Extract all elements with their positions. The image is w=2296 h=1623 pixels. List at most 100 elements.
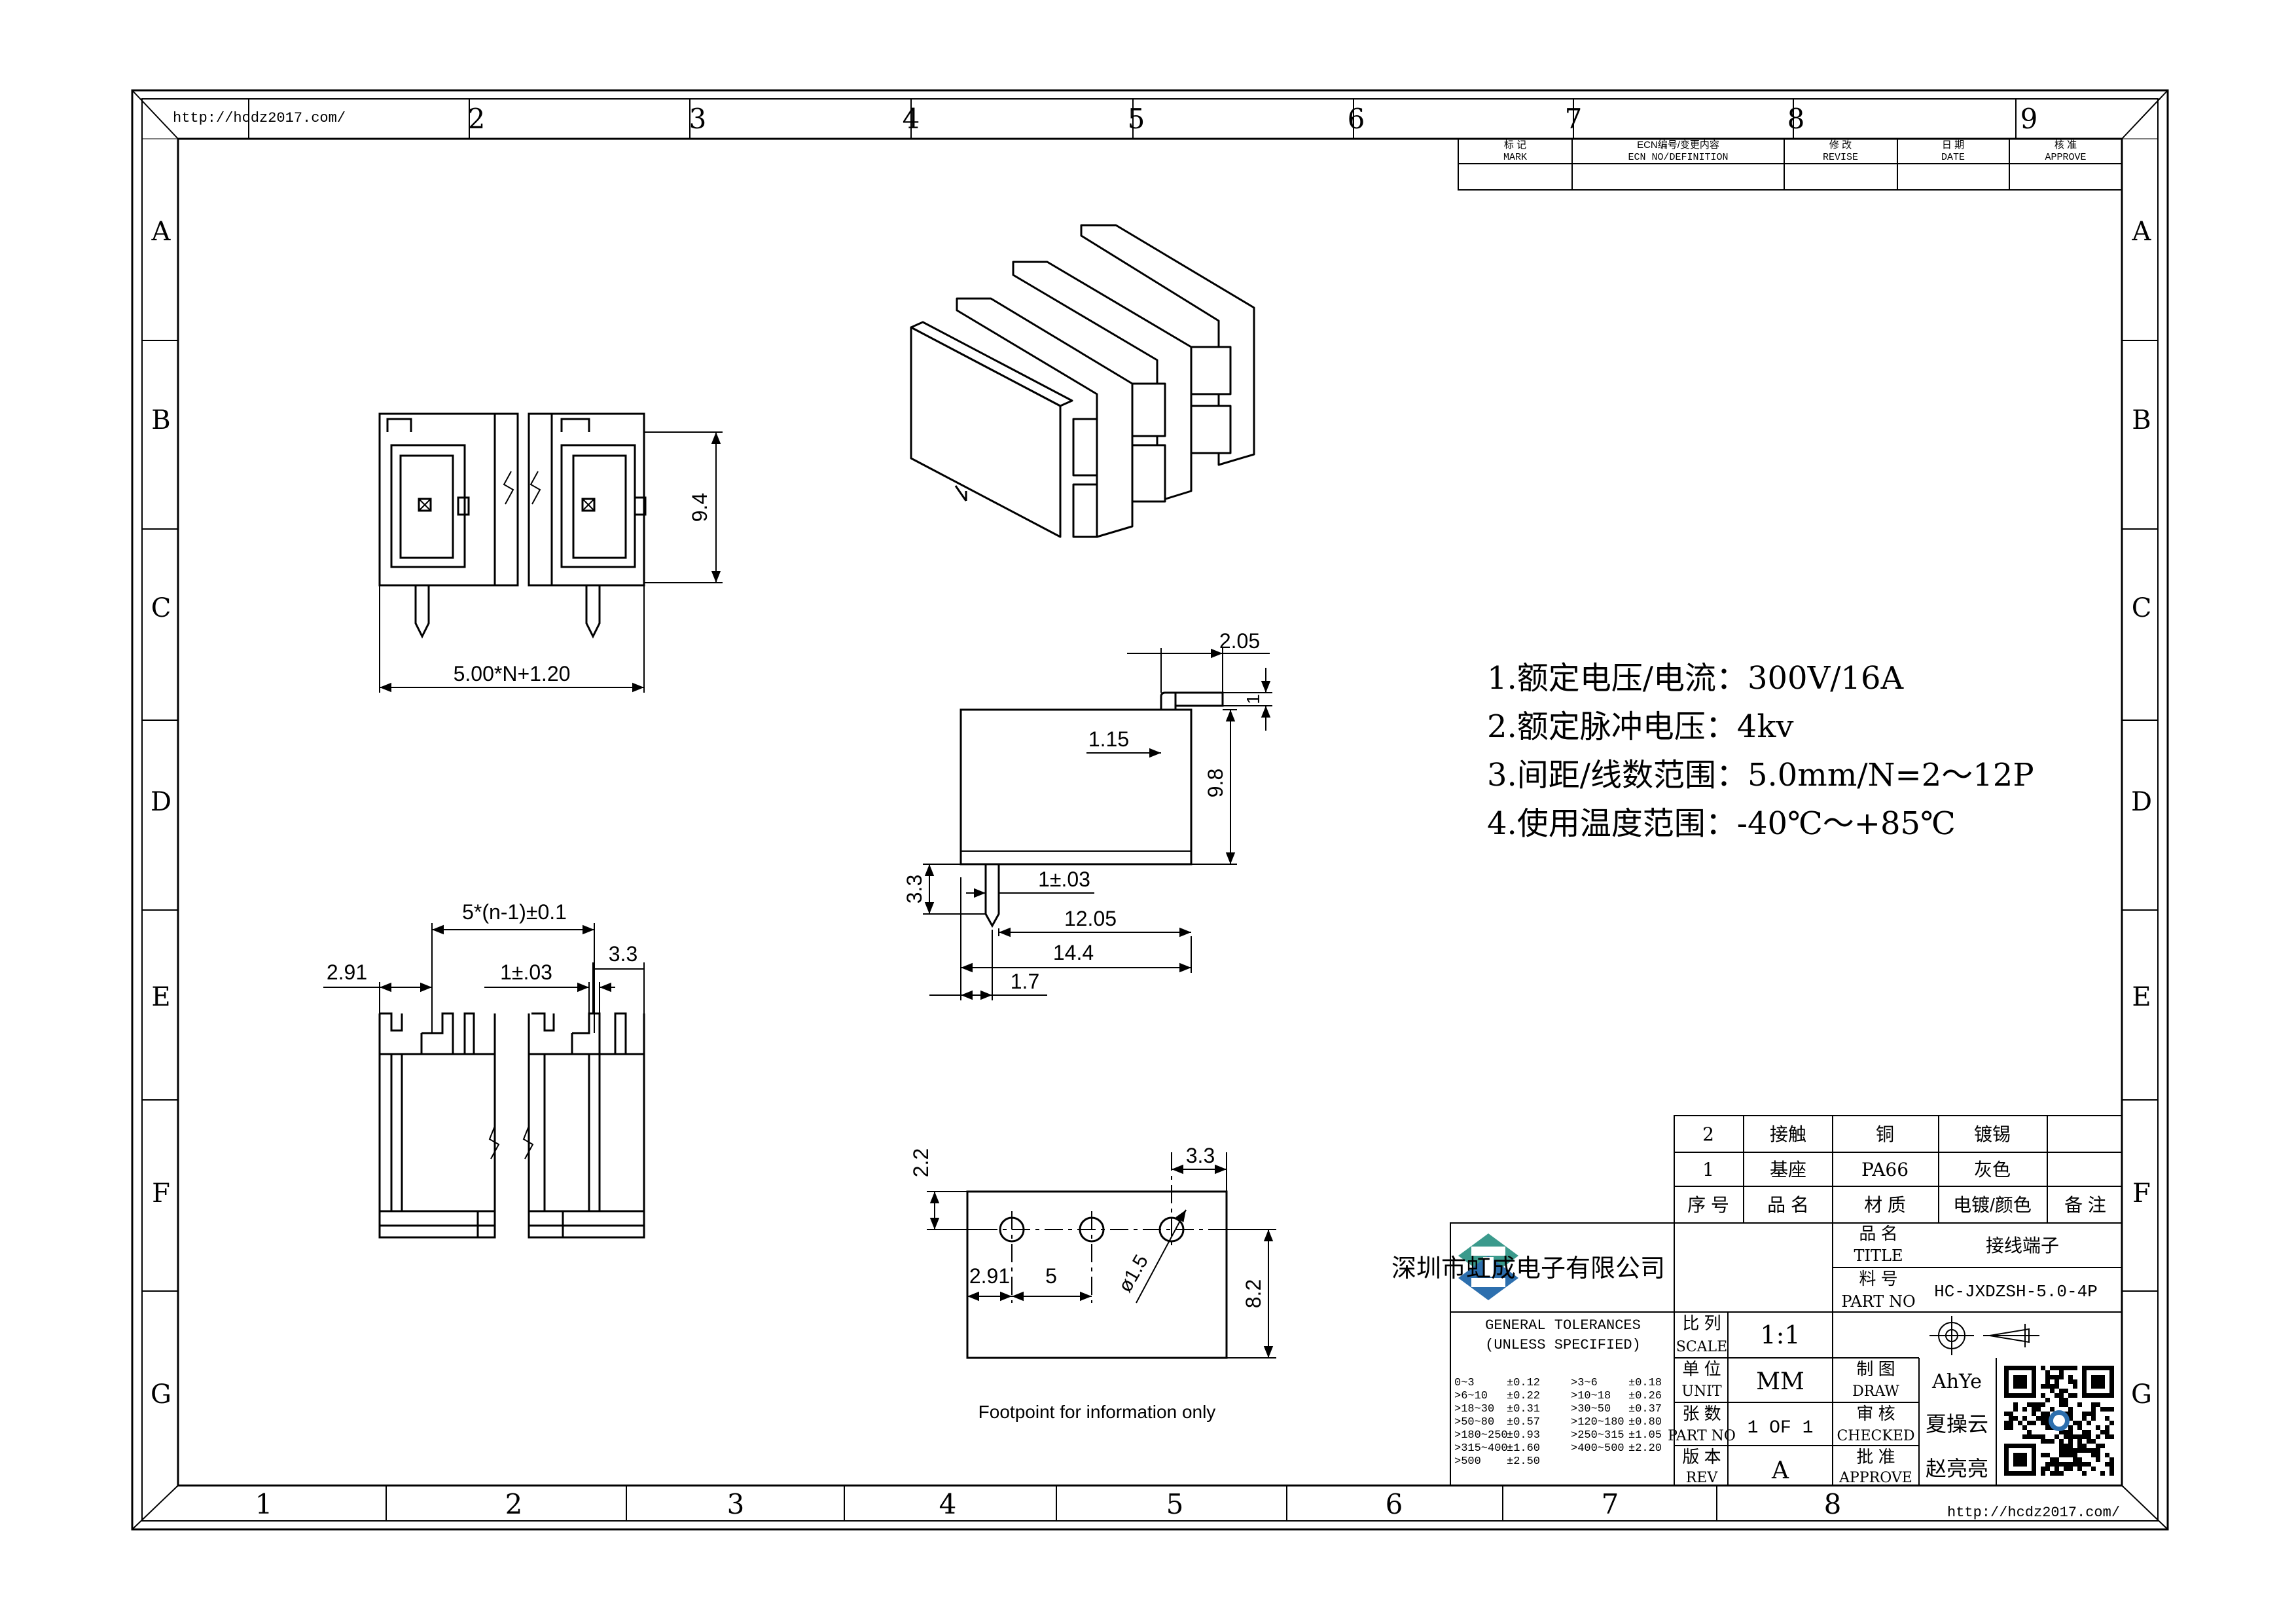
bom-header-no: 序 号 [1687,1195,1729,1215]
tolerance-cell: ±2.20 [1628,1442,1662,1455]
bom-cells: 2 接触 铜 镀锡 1 基座 PA66 灰色 序 号 品 名 材 质 电镀/颜色… [1687,1123,2106,1215]
bom-row-1-name: 基座 [1770,1159,1806,1180]
rev-label-en: REV [1686,1470,1719,1486]
frame-row-left-F: F [152,1178,170,1209]
tolerance-cell: >400~500 [1571,1442,1624,1455]
spec-line-1: 1.额定电压/电流：300V/16A [1487,660,1905,697]
frame-col-bottom-3: 3 [727,1488,745,1520]
dim-bottom-33: 3.3 [609,942,637,966]
tolerance-cell: ±1.60 [1507,1442,1540,1455]
frame-col-top-2: 2 [468,103,486,135]
dim-fp-291: 2.91 [969,1264,1010,1288]
tolerance-cell: >30~50 [1571,1403,1611,1415]
projection-symbol [1929,1316,2039,1355]
bom-header-note: 备 注 [2064,1195,2106,1215]
tolerance-table: 0~3±0.12>3~6±0.18>6~10±0.22>10~18±0.26>1… [1454,1377,1662,1468]
bom-row-2-material: 铜 [1876,1124,1894,1144]
tolerance-cell: 0~3 [1454,1377,1475,1389]
tolerance-cell: ±0.18 [1628,1377,1662,1389]
dim-front-width: 5.00*N+1.20 [454,662,571,685]
title-label-en: TITLE [1854,1247,1903,1265]
rev-header-date-cn: 日 期 [1942,139,1964,151]
isometric-view [910,224,1255,538]
frame-col-bottom-1: 1 [255,1488,273,1520]
frame-row-left-A: A [151,217,171,247]
dim-fp-5: 5 [1045,1264,1057,1288]
bom-row-1-no: 1 [1702,1159,1714,1180]
frame-row-right-D: D [2131,787,2152,817]
tolerance-cell: ±0.22 [1507,1390,1540,1402]
sheet-label-cn: 张 数 [1682,1404,1721,1423]
bom-row-2-finish: 镀锡 [1974,1124,2011,1144]
frame-row-right-A: A [2132,217,2152,247]
tolerance-cell: >180~250 [1454,1429,1508,1442]
approve-label-cn: 批 准 [1856,1447,1895,1467]
tolerance-cell: ±0.31 [1507,1403,1540,1415]
bottom-view-dimensions [323,923,645,1033]
tolerance-cell: >6~10 [1454,1390,1488,1402]
qr-code [2000,1362,2118,1481]
revision-table [1458,138,2123,191]
dim-side-98: 9.8 [1204,769,1227,797]
rev-header-date-en: DATE [1941,152,1965,163]
rev-label-cn: 版 本 [1682,1447,1721,1467]
bom-header-name: 品 名 [1767,1195,1809,1215]
bom-header-material: 材 质 [1864,1195,1906,1215]
dim-side-1205: 12.05 [1064,907,1117,930]
url-top[interactable]: http://hcdz2017.com/ [173,110,346,126]
dim-fp-hole: ø1.5 [1114,1251,1153,1296]
scale-value: 1:1 [1760,1321,1800,1349]
dim-bottom-291: 2.91 [327,960,367,984]
tolerance-subtitle: (UNLESS SPECIFIED) [1485,1337,1641,1353]
draw-value: AhYe [1931,1370,1982,1393]
bom-row-1-finish: 灰色 [1974,1159,2011,1180]
tolerance-cell: >120~180 [1571,1416,1624,1429]
rev-value: A [1771,1457,1789,1484]
part-label-cn: 料 号 [1859,1269,1897,1288]
check-label-en: CHECKED [1837,1428,1914,1444]
frame-col-bottom-6: 6 [1386,1488,1403,1520]
tolerance-cell: >3~6 [1571,1377,1598,1389]
title-block [1450,1222,2123,1486]
frame-col-top-9: 9 [2020,103,2038,135]
tolerance-cell: >18~30 [1454,1403,1494,1415]
dim-fp-82: 8.2 [1242,1279,1265,1308]
part-value: HC-JXDZSH-5.0-4P [1934,1282,2098,1302]
url-bottom[interactable]: http://hcdz2017.com/ [1947,1504,2120,1521]
frame-row-right-E: E [2132,982,2151,1012]
part-label-en: PART NO [1841,1292,1915,1311]
dim-bottom-pitch: 5*(n-1)±0.1 [462,900,567,924]
tolerance-cell: >500 [1454,1455,1481,1468]
bom-header-finish: 电镀/颜色 [1953,1195,2032,1215]
tolerance-cell: ±1.05 [1628,1429,1662,1442]
frame-col-top-5: 5 [1128,103,1145,135]
rev-header-revise-cn: 修 改 [1829,139,1852,151]
rev-header-mark-en: MARK [1503,152,1527,163]
frame-col-top-6: 6 [1348,103,1365,135]
title-value: 接线端子 [1986,1235,2059,1256]
tolerance-cell: ±0.37 [1628,1403,1662,1415]
title-labels: 品 名 TITLE 接线端子 料 号 PART NO HC-JXDZSH-5.0… [1485,1224,2098,1486]
approve-label-en: APPROVE [1839,1470,1912,1486]
frame-row-left-D: D [151,787,171,817]
dim-side-115: 1.15 [1088,727,1129,751]
tolerance-cell: >250~315 [1571,1429,1624,1442]
bom-row-2-name: 接触 [1770,1124,1806,1144]
tolerance-cell: >315~400 [1454,1442,1508,1455]
drawing-frame [131,89,2169,1531]
draw-label-cn: 制 图 [1856,1359,1895,1379]
tolerance-cell: ±0.93 [1507,1429,1540,1442]
bottom-view [378,1012,645,1239]
draw-label-en: DRAW [1852,1383,1899,1400]
scale-label-cn: 比 列 [1682,1313,1721,1333]
frame-col-bottom-5: 5 [1166,1488,1184,1520]
rev-header-approve-cn: 核 准 [2054,139,2077,151]
rev-header-ecn-en: ECN NO/DEFINITION [1628,152,1728,163]
tolerance-cell: >10~18 [1571,1390,1611,1402]
bom-row-2-no: 2 [1702,1123,1714,1145]
footprint-note: Footpoint for information only [978,1402,1216,1422]
tolerance-cell: ±2.50 [1507,1455,1540,1468]
unit-label-en: UNIT [1681,1383,1721,1400]
check-label-cn: 审 核 [1856,1404,1895,1423]
dim-fp-22: 2.2 [909,1148,933,1177]
